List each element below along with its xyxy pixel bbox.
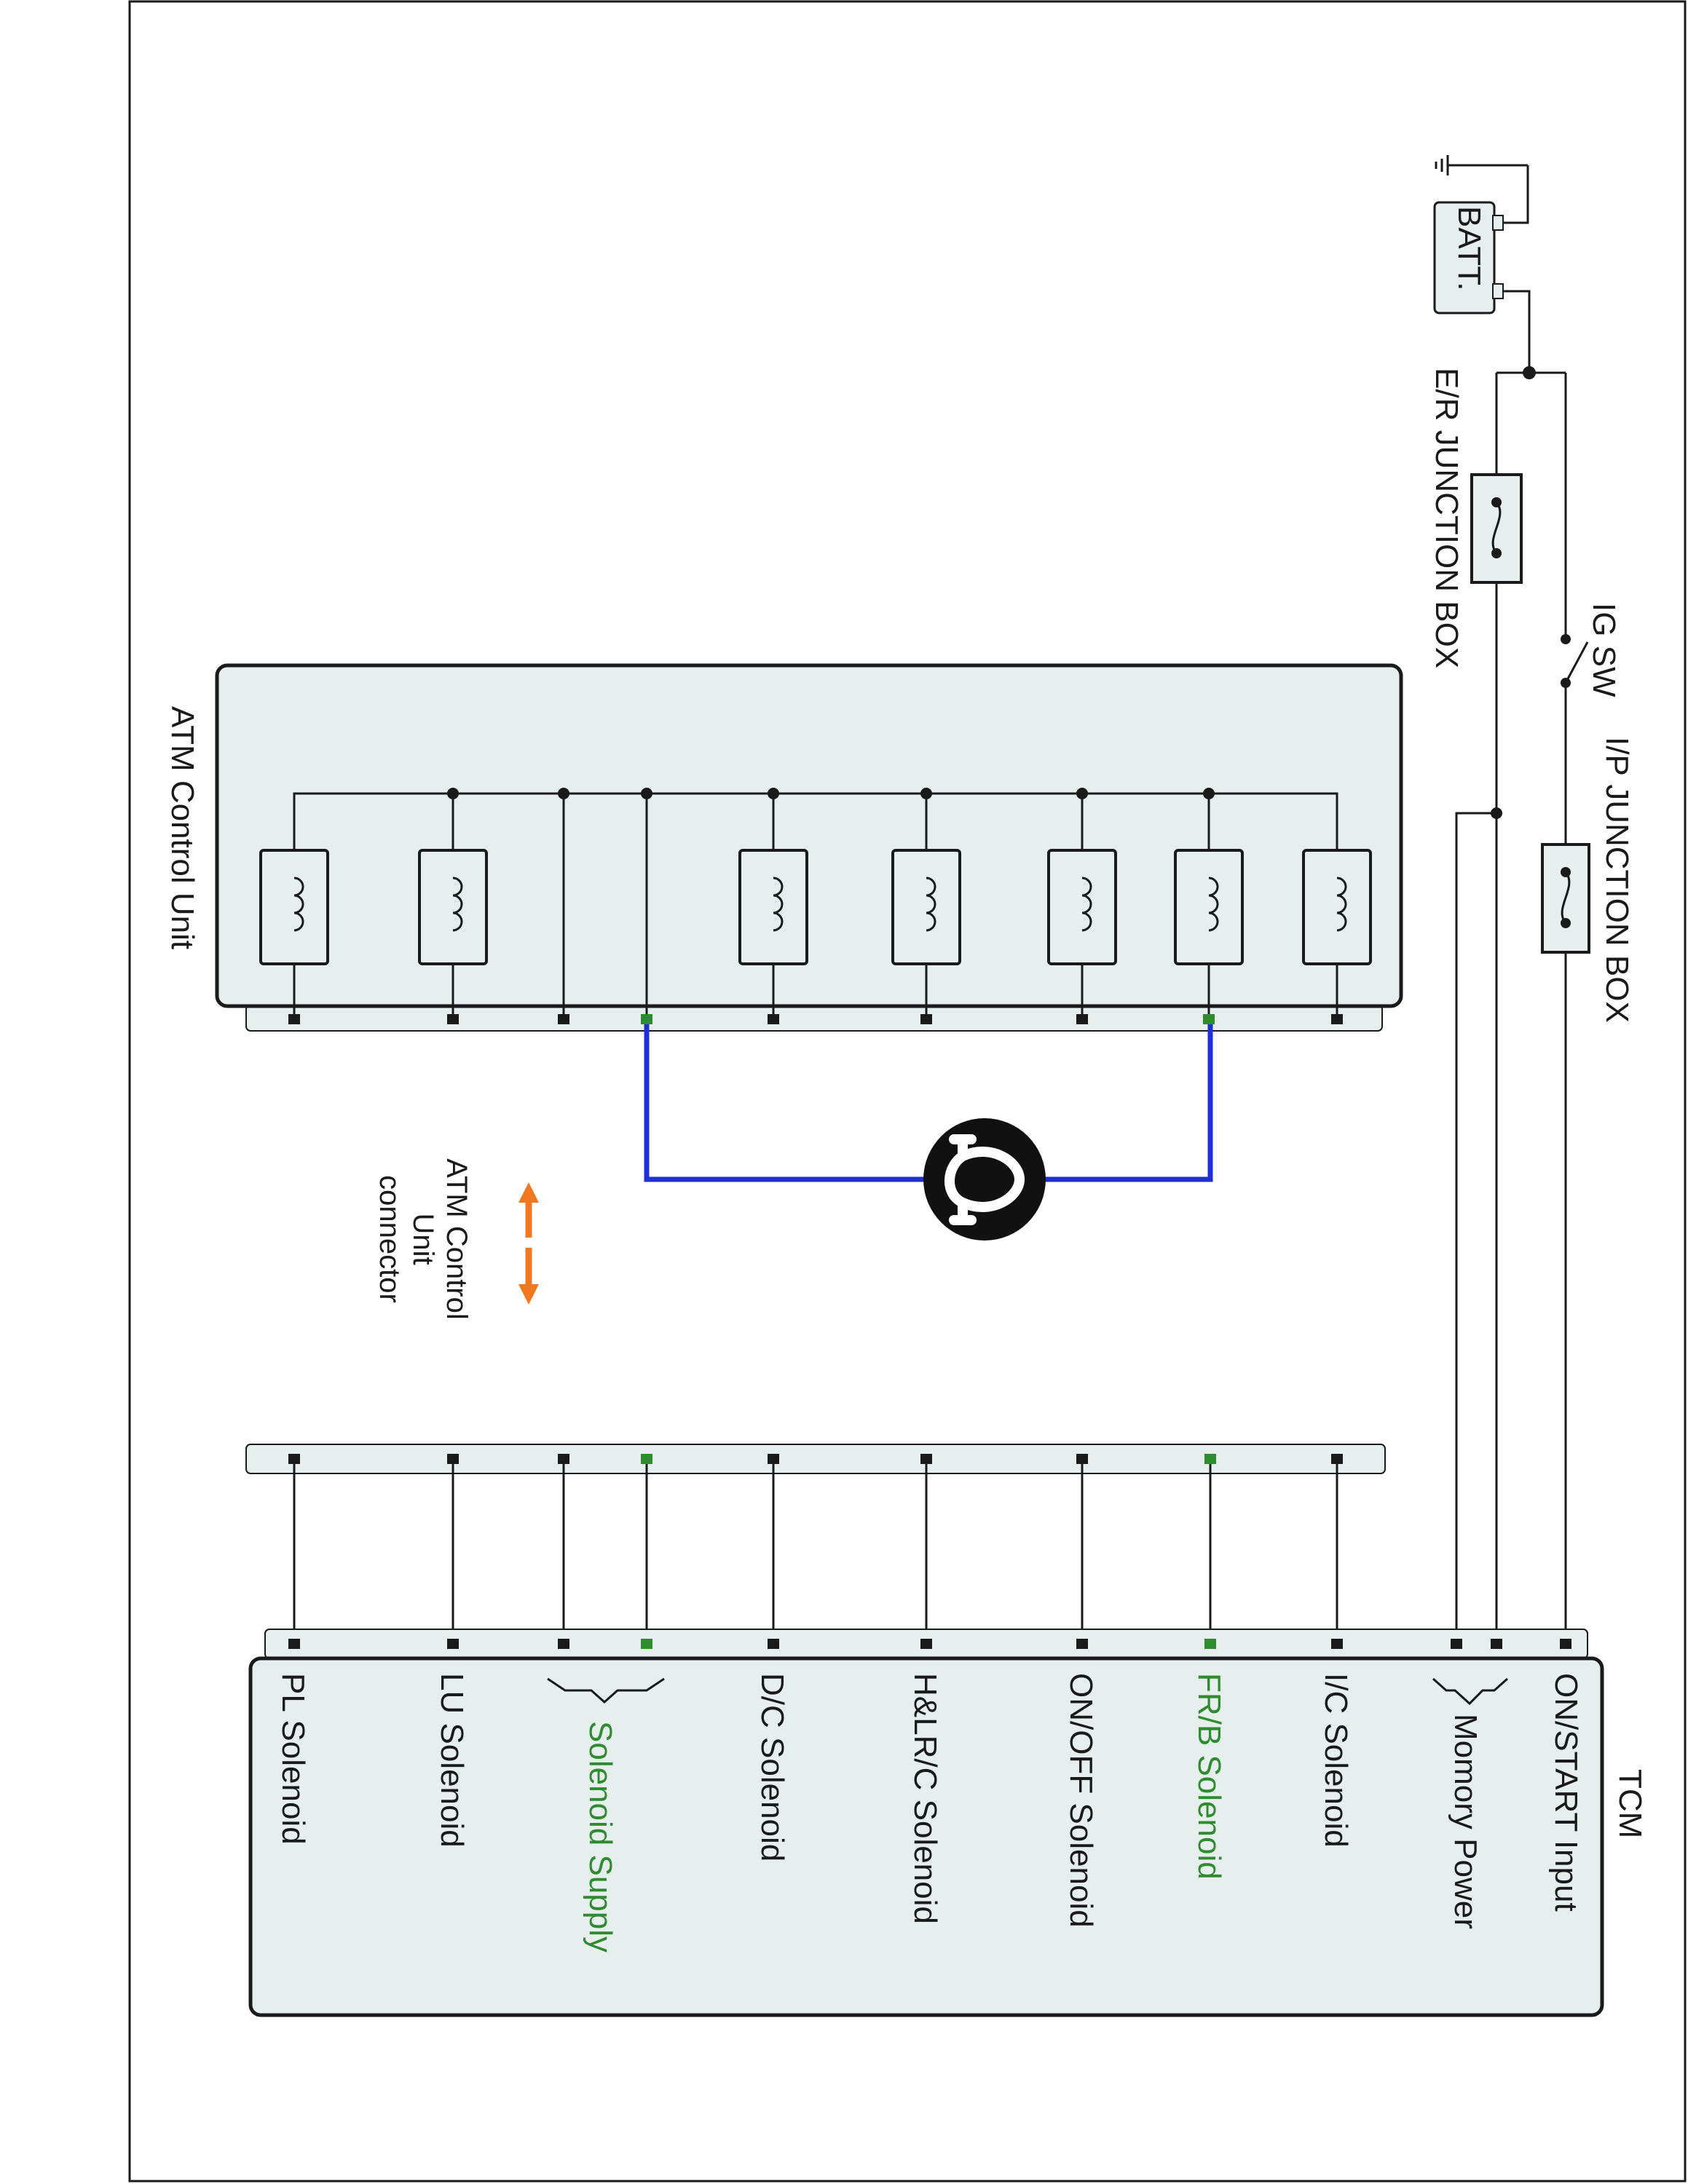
tcm-pin-label-on-start-input: ON/START Input <box>1548 1673 1584 1912</box>
tcm-pin-label-on-off-solenoid: ON/OFF Solenoid <box>1063 1673 1099 1928</box>
atm-connector-pins <box>288 1014 1343 1024</box>
tcm-pin-label-solenoid-supply: Solenoid Supply <box>583 1721 618 1952</box>
connector-label-line2: Unit <box>407 1213 439 1265</box>
atm-solenoid-drops <box>293 794 1338 1019</box>
solenoid-coil-icon <box>418 849 488 965</box>
harness-connector-pins <box>288 1454 1343 1464</box>
fuse-icon <box>1470 473 1523 584</box>
tcm-pin-label-lu-solenoid: LU Solenoid <box>434 1673 470 1848</box>
tcm-pin-label-dc-solenoid: D/C Solenoid <box>754 1673 790 1861</box>
page-frame <box>128 0 1687 2183</box>
tcm-label: TCM <box>1612 1769 1648 1838</box>
battery-label: BATT. <box>1451 206 1487 291</box>
atm-control-unit-label: ATM Control Unit <box>165 706 200 949</box>
solenoid-coil-icon <box>1302 849 1372 965</box>
tcm-pin-label-frb-solenoid: FR/B Solenoid <box>1191 1673 1227 1880</box>
connector-label-line1: ATM Control <box>441 1158 473 1320</box>
double-arrow-icon <box>518 1182 539 1305</box>
tcm-pin-label-ic-solenoid: I/C Solenoid <box>1318 1673 1354 1848</box>
ignition-switch-icon <box>1561 634 1589 688</box>
ig-sw-label: IG SW <box>1586 603 1622 697</box>
solenoid-coils <box>259 849 1372 965</box>
solenoid-coil-icon <box>891 849 961 965</box>
er-junction-box-label: E/R JUNCTION BOX <box>1429 368 1464 668</box>
solenoid-supply-brace <box>547 1677 665 1704</box>
solenoid-coil-icon <box>1047 849 1117 965</box>
ip-junction-box-label: I/P JUNCTION BOX <box>1599 737 1635 1023</box>
battery-positive-wire <box>1502 290 1531 373</box>
tcm-connector-pins <box>288 1639 1571 1649</box>
tcm-pin-label-hlrc-solenoid: H&LR/C Solenoid <box>907 1673 943 1924</box>
tcm-box <box>248 1656 1604 2017</box>
memory-power-brace <box>1432 1677 1508 1706</box>
ground-icon <box>1435 155 1528 175</box>
connector-label-line3: connector <box>374 1175 406 1303</box>
harness-connector-strip <box>245 1444 1386 1474</box>
solenoid-coil-icon <box>259 849 329 965</box>
ohmmeter-icon <box>923 1118 1046 1241</box>
fuse-icon <box>1541 843 1590 954</box>
battery: BATT. <box>1433 201 1504 314</box>
memory-power-wire <box>1455 812 1496 1644</box>
battery-ground-wire <box>1502 165 1529 224</box>
harness-wires <box>293 1459 1338 1644</box>
solenoid-coil-icon <box>738 849 808 965</box>
solenoid-coil-icon <box>1174 849 1244 965</box>
tcm-pin-label-memory-power: Momory Power <box>1448 1714 1483 1929</box>
atm-internal-bus <box>293 792 1338 850</box>
tcm-pin-label-pl-solenoid: PL Solenoid <box>275 1673 311 1845</box>
